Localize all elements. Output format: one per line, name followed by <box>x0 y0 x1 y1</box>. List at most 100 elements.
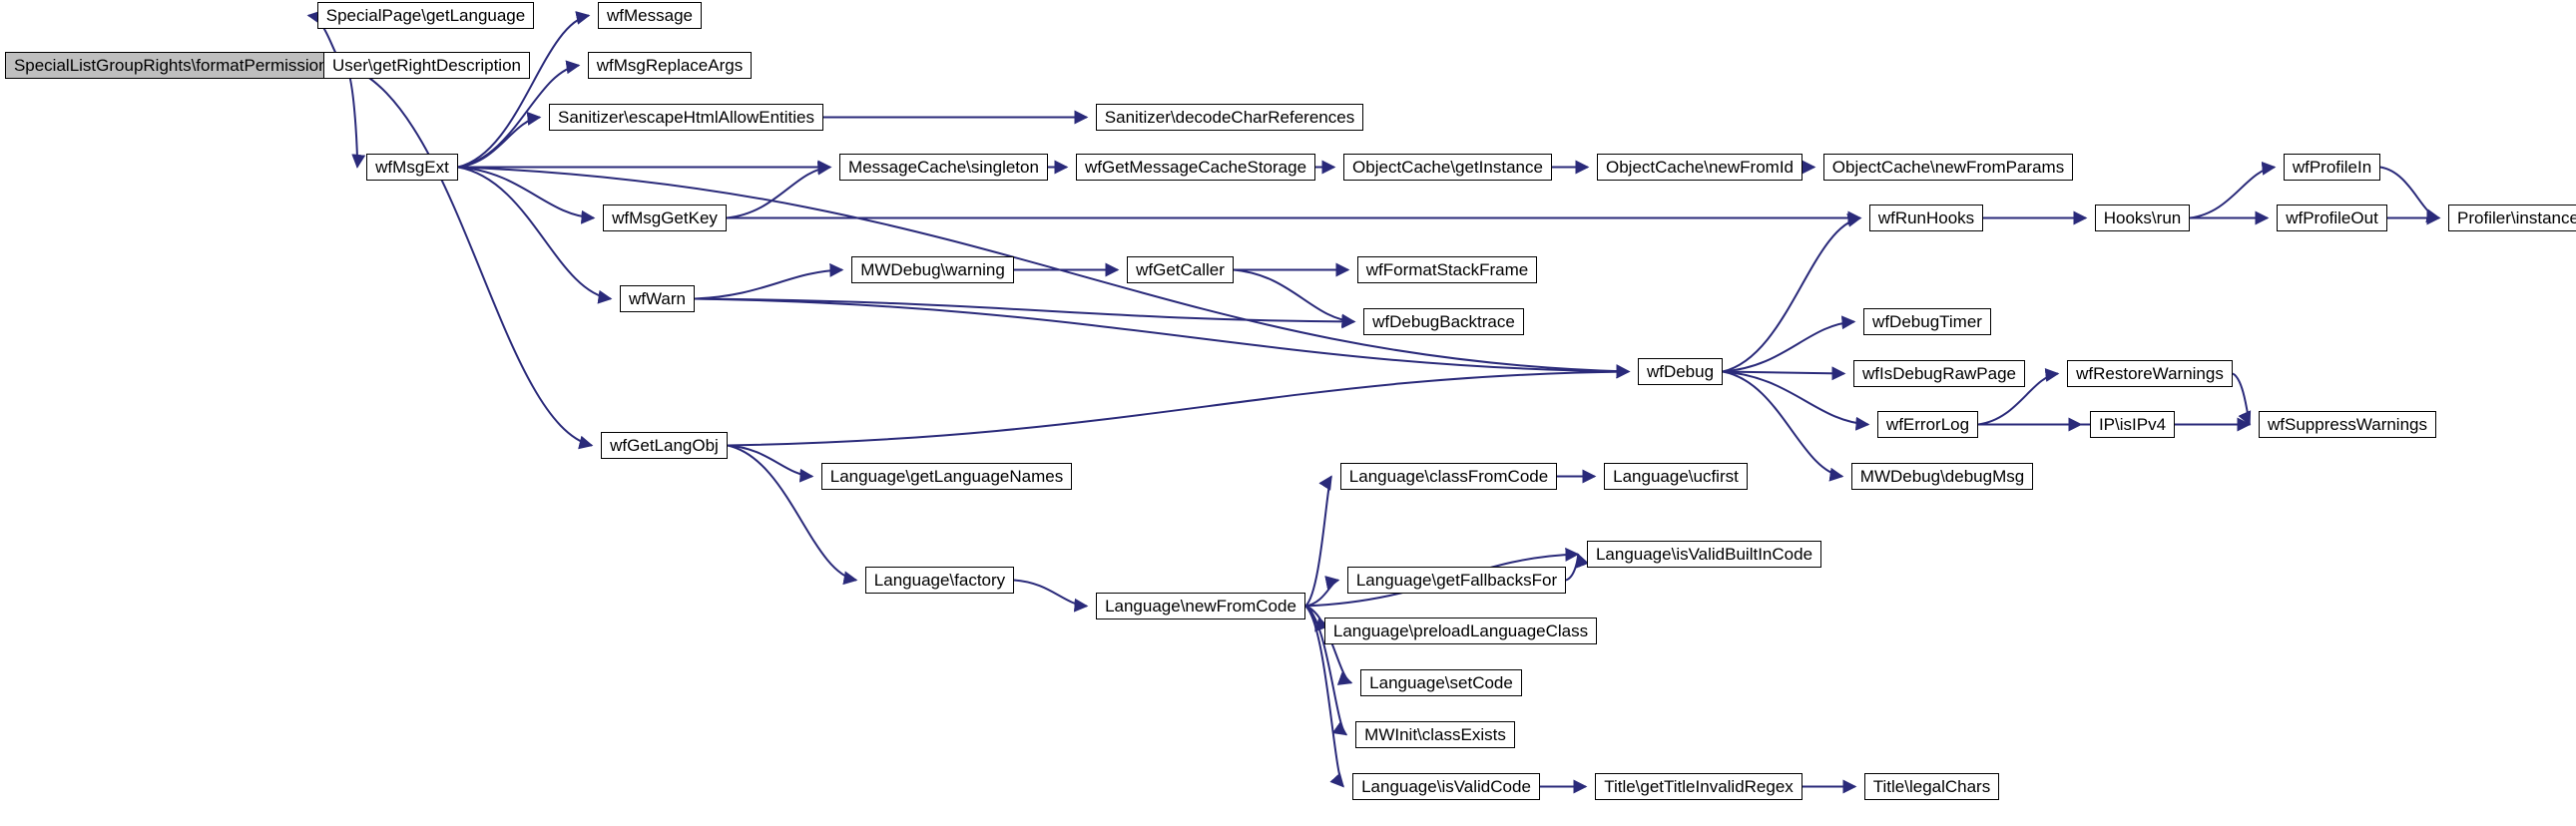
graph-edge <box>2189 161 2277 219</box>
graph-node-label: wfRunHooks <box>1877 208 1975 227</box>
graph-node[interactable]: Language\classFromCode <box>1340 463 1557 490</box>
graph-edge <box>1722 370 1844 482</box>
graph-node[interactable]: Language\newFromCode <box>1096 593 1305 620</box>
graph-node-label: Sanitizer\decodeCharReferences <box>1104 108 1355 127</box>
graph-edge <box>694 262 844 300</box>
graph-edge <box>457 111 542 169</box>
graph-node-label: ObjectCache\getInstance <box>1352 158 1543 177</box>
graph-node[interactable]: wfErrorLog <box>1877 411 1978 438</box>
graph-node-label: Hooks\run <box>2103 208 2182 227</box>
graph-node[interactable]: Language\isValidBuiltInCode <box>1587 541 1821 568</box>
graph-node-label: Language\preloadLanguageClass <box>1332 621 1589 640</box>
graph-node-label: wfMessage <box>607 6 693 25</box>
graph-node-label: MWInit\classExists <box>1364 725 1506 744</box>
graph-node[interactable]: wfRunHooks <box>1869 205 1983 231</box>
graph-node-label: wfSuppressWarnings <box>2268 415 2427 434</box>
graph-node-label: Title\legalChars <box>1872 777 1991 796</box>
graph-node[interactable]: wfGetCaller <box>1127 256 1234 283</box>
graph-node[interactable]: wfGetLangObj <box>601 432 728 459</box>
graph-node[interactable]: wfDebugBacktrace <box>1363 308 1524 335</box>
graph-node-label: Language\factory <box>873 571 1006 590</box>
graph-node[interactable]: SpecialListGroupRights\formatPermissions <box>5 52 345 79</box>
graph-node-label: User\getRightDescription <box>332 56 521 75</box>
graph-edge <box>457 11 591 169</box>
graph-node[interactable]: wfWarn <box>620 285 695 312</box>
graph-node[interactable]: MWInit\classExists <box>1355 721 1515 748</box>
graph-node-label: wfDebug <box>1646 362 1715 381</box>
graph-node[interactable]: SpecialPage\getLanguage <box>317 2 534 29</box>
graph-node[interactable]: Profiler\instance <box>2448 205 2576 231</box>
graph-node[interactable]: Sanitizer\escapeHtmlAllowEntities <box>549 104 823 131</box>
graph-edge <box>1722 315 1856 373</box>
graph-node[interactable]: ObjectCache\getInstance <box>1343 154 1552 181</box>
graph-node[interactable]: ObjectCache\newFromId <box>1597 154 1803 181</box>
graph-node-label: wfErrorLog <box>1885 415 1970 434</box>
graph-node[interactable]: wfGetMessageCacheStorage <box>1076 154 1315 181</box>
graph-edge <box>457 166 596 224</box>
graph-node[interactable]: Language\setCode <box>1360 669 1522 696</box>
graph-node[interactable]: Language\factory <box>865 567 1014 594</box>
graph-node-label: wfMsgReplaceArgs <box>596 56 744 75</box>
graph-edge <box>344 64 366 169</box>
graph-node-label: Language\isValidCode <box>1361 777 1531 796</box>
graph-node-label: wfRestoreWarnings <box>2076 364 2224 383</box>
graph-node[interactable]: wfMessage <box>598 2 702 29</box>
graph-node-label: wfMsgExt <box>375 158 449 177</box>
graph-node[interactable]: MessageCache\singleton <box>839 154 1048 181</box>
graph-node-label: wfWarn <box>629 289 686 308</box>
graph-node[interactable]: Language\getLanguageNames <box>821 463 1072 490</box>
graph-node[interactable]: wfSuppressWarnings <box>2259 411 2436 438</box>
graph-edge <box>1722 212 1862 373</box>
graph-node-label: wfGetLangObj <box>610 436 719 455</box>
graph-node-label: SpecialPage\getLanguage <box>325 6 526 25</box>
graph-edge <box>726 161 832 219</box>
graph-node[interactable]: Language\preloadLanguageClass <box>1324 618 1597 644</box>
graph-node[interactable]: IP\isIPv4 <box>2090 411 2175 438</box>
graph-node[interactable]: wfProfileOut <box>2277 205 2387 231</box>
graph-edge <box>694 297 1356 329</box>
graph-node-label: wfIsDebugRawPage <box>1861 364 2017 383</box>
graph-node[interactable]: wfIsDebugRawPage <box>1853 360 2025 387</box>
graph-edge <box>1722 366 1846 381</box>
graph-node[interactable]: wfMsgGetKey <box>603 205 727 231</box>
graph-edge <box>1304 576 1340 608</box>
graph-node[interactable]: MWDebug\debugMsg <box>1851 463 2033 490</box>
graph-node-label: wfDebugTimer <box>1872 312 1982 331</box>
graph-node-label: ObjectCache\newFromParams <box>1831 158 2065 177</box>
graph-node[interactable]: Language\isValidCode <box>1352 773 1540 800</box>
graph-node[interactable]: Title\getTitleInvalidRegex <box>1595 773 1803 800</box>
graph-node[interactable]: wfProfileIn <box>2284 154 2380 181</box>
graph-node[interactable]: User\getRightDescription <box>323 52 530 79</box>
graph-node[interactable]: wfMsgExt <box>366 154 458 181</box>
graph-edge <box>1304 475 1332 608</box>
graph-node-label: Language\ucfirst <box>1613 467 1739 486</box>
graph-edge <box>1233 268 1356 328</box>
graph-node[interactable]: wfDebug <box>1638 358 1723 385</box>
graph-node[interactable]: ObjectCache\newFromParams <box>1823 154 2073 181</box>
graph-node-label: Language\isValidBuiltInCode <box>1595 545 1813 564</box>
graph-node[interactable]: wfMsgReplaceArgs <box>588 52 752 79</box>
graph-edge <box>2232 372 2252 426</box>
graph-node[interactable]: MWDebug\warning <box>851 256 1014 283</box>
graph-node-label: MWDebug\debugMsg <box>1859 467 2025 486</box>
graph-node[interactable]: wfRestoreWarnings <box>2067 360 2233 387</box>
graph-edge <box>727 444 814 483</box>
graph-node[interactable]: Sanitizer\decodeCharReferences <box>1096 104 1363 131</box>
graph-edge <box>2379 166 2441 223</box>
graph-node-label: wfProfileOut <box>2286 208 2378 227</box>
graph-node[interactable]: wfDebugTimer <box>1863 308 1991 335</box>
graph-node[interactable]: Title\legalChars <box>1864 773 1999 800</box>
graph-node-label: SpecialListGroupRights\formatPermissions <box>13 56 337 75</box>
graph-node-label: wfGetMessageCacheStorage <box>1084 158 1307 177</box>
graph-node-label: ObjectCache\newFromId <box>1605 158 1795 177</box>
graph-node[interactable]: wfFormatStackFrame <box>1357 256 1537 283</box>
graph-node-label: wfFormatStackFrame <box>1365 260 1529 279</box>
graph-node[interactable]: Language\getFallbacksFor <box>1347 567 1566 594</box>
graph-node[interactable]: Hooks\run <box>2095 205 2190 231</box>
graph-node-label: IP\isIPv4 <box>2098 415 2167 434</box>
graph-node[interactable]: Language\ucfirst <box>1604 463 1748 490</box>
graph-node-label: Language\classFromCode <box>1348 467 1549 486</box>
graph-edge <box>457 166 613 304</box>
graph-node-label: wfGetCaller <box>1136 260 1225 279</box>
